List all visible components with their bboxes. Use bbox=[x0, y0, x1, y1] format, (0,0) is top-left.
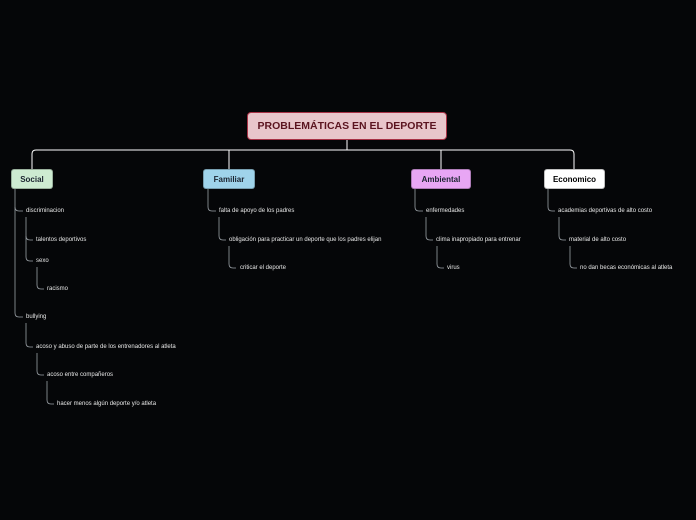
subtopic-material[interactable]: material de alto costo bbox=[569, 237, 627, 243]
connector-ambiental-enfermedades bbox=[414, 189, 423, 212]
topic-economico[interactable]: Economico bbox=[544, 169, 605, 189]
subtopic-hacer-menos[interactable]: hacer menos algún deporte y/o atleta bbox=[57, 401, 157, 407]
connector-social-sexo bbox=[25, 236, 33, 262]
connector-familiar-obligacion bbox=[218, 217, 226, 241]
connector-social-hacer-menos bbox=[46, 381, 54, 405]
topic-economico-label: Economico bbox=[552, 174, 597, 184]
subtopic-acoso-companeros[interactable]: acoso entre compañeros bbox=[47, 372, 114, 378]
subtopic-bullying[interactable]: bullying bbox=[26, 314, 47, 320]
subtopic-enfermedades[interactable]: enfermedades bbox=[426, 208, 465, 214]
connector-social-discriminacion bbox=[14, 206, 23, 212]
subtopic-sexo[interactable]: sexo bbox=[36, 258, 49, 264]
subtopic-racismo[interactable]: racismo bbox=[47, 286, 69, 292]
connector-economico-academias bbox=[547, 189, 555, 212]
connector-social-talentos bbox=[25, 217, 33, 241]
connector-economico-becas bbox=[569, 246, 577, 269]
connector-social-trunk bbox=[14, 189, 23, 318]
connector-root-bus bbox=[31, 140, 575, 169]
subtopic-falta-apoyo[interactable]: falta de apoyo de los padres bbox=[219, 208, 295, 214]
subtopic-academias[interactable]: academias deportivas de alto costo bbox=[558, 208, 653, 214]
topic-ambiental-label: Ambiental bbox=[421, 174, 461, 184]
subtopic-clima[interactable]: clima inapropiado para entrenar bbox=[436, 237, 521, 243]
connector-social-acoso-entrenadores bbox=[25, 323, 33, 348]
connector-economico-material bbox=[558, 217, 566, 241]
topic-social[interactable]: Social bbox=[11, 169, 53, 189]
subtopic-criticar[interactable]: criticar el deporte bbox=[240, 265, 287, 271]
topic-ambiental[interactable]: Ambiental bbox=[411, 169, 471, 189]
subtopic-acoso-entrenadores[interactable]: acoso y abuso de parte de los entrenador… bbox=[36, 344, 176, 350]
topic-familiar-label: Familiar bbox=[213, 174, 245, 184]
subtopic-obligacion[interactable]: obligación para practicar un deporte que… bbox=[229, 237, 382, 243]
subtopic-talentos-deportivos[interactable]: talentos deportivos bbox=[36, 237, 87, 243]
subtopic-virus[interactable]: virus bbox=[447, 265, 460, 271]
connector-ambiental-virus bbox=[436, 246, 444, 269]
subtopic-discriminacion[interactable]: discriminacion bbox=[26, 208, 65, 214]
connector-familiar-criticar bbox=[228, 246, 236, 269]
subtopic-becas[interactable]: no dan becas económicas al atleta bbox=[580, 265, 673, 271]
connector-familiar-falta bbox=[207, 189, 216, 212]
connector-ambiental-clima bbox=[425, 217, 433, 241]
topic-social-label: Social bbox=[20, 174, 44, 184]
connector-social-acoso-companeros bbox=[36, 353, 44, 376]
root-topic[interactable]: PROBLEMÁTICAS EN EL DEPORTE bbox=[247, 112, 447, 140]
root-topic-label: PROBLEMÁTICAS EN EL DEPORTE bbox=[257, 120, 437, 132]
topic-familiar[interactable]: Familiar bbox=[203, 169, 255, 189]
connector-social-racismo bbox=[36, 267, 44, 290]
